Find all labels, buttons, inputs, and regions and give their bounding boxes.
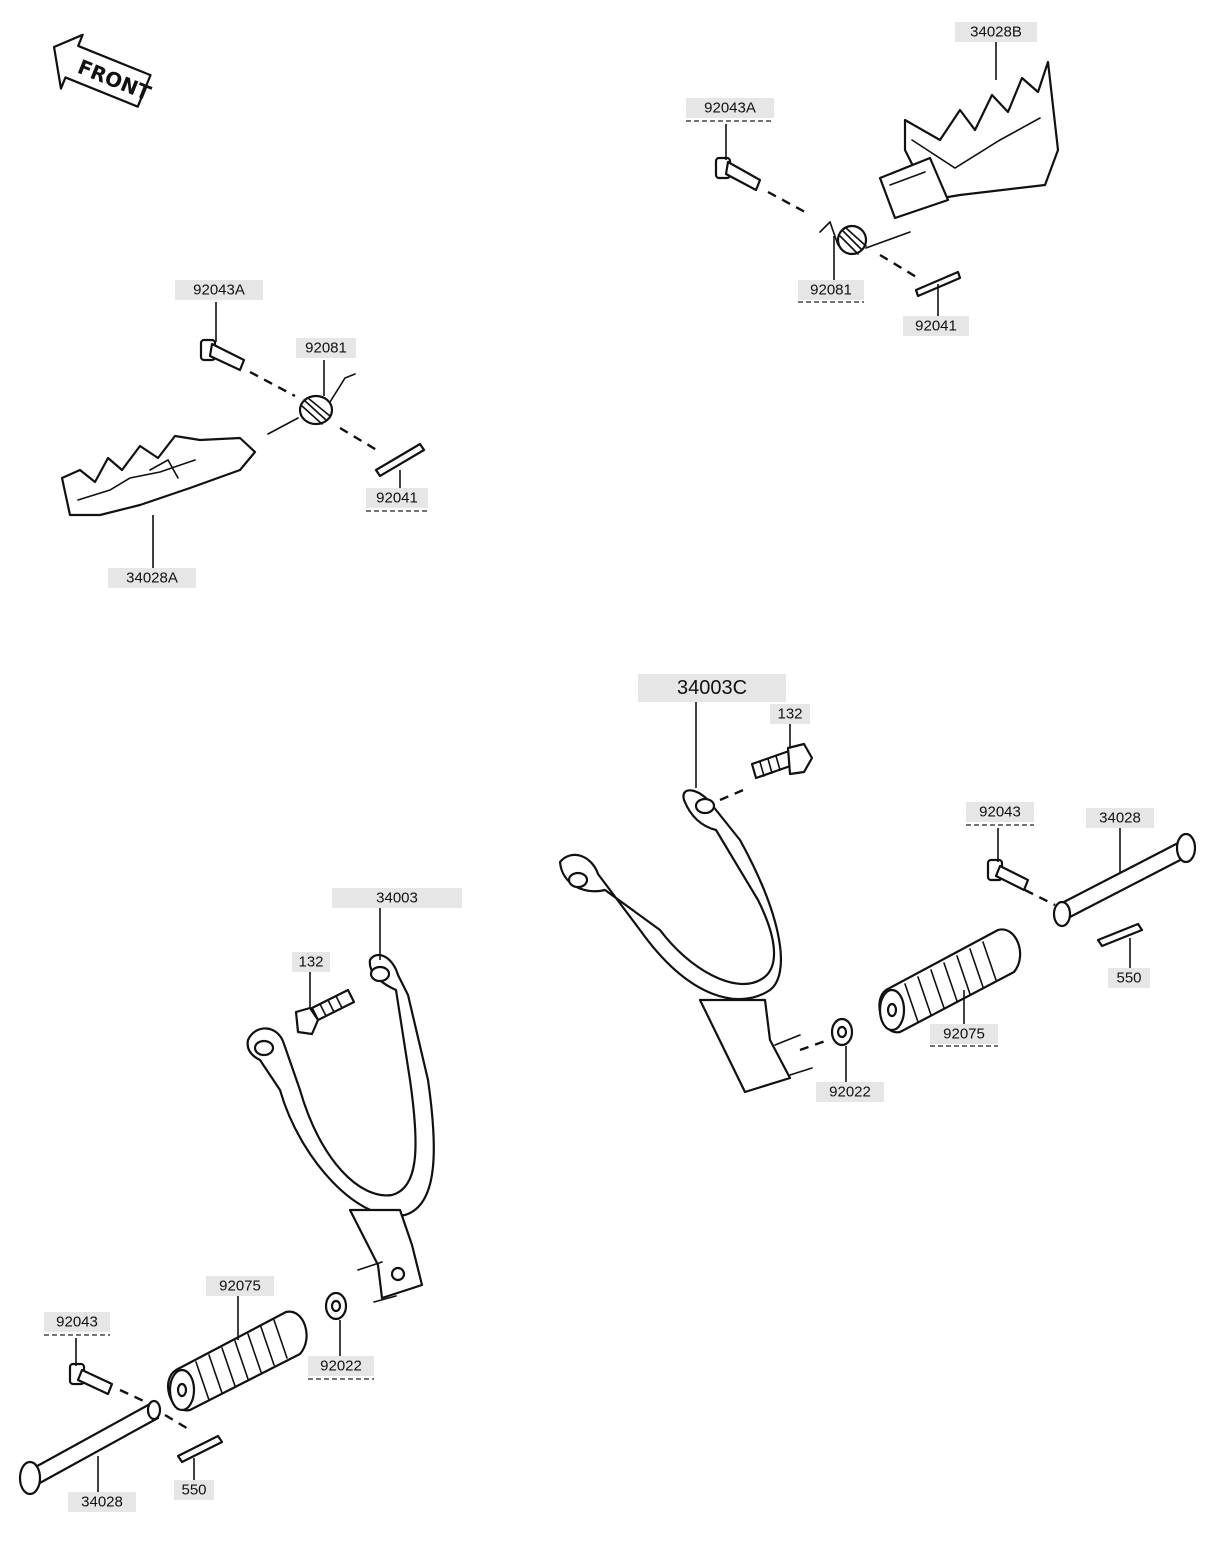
svg-text:34003C: 34003C <box>677 677 747 699</box>
svg-text:34028B: 34028B <box>970 24 1022 41</box>
svg-text:550: 550 <box>181 1482 206 1499</box>
callout-550-upper: 550 <box>1108 938 1150 988</box>
svg-text:550: 550 <box>1116 970 1141 987</box>
bracket-34003-part <box>246 953 435 1303</box>
svg-text:34028A: 34028A <box>126 570 178 587</box>
svg-text:92041: 92041 <box>915 318 957 335</box>
shaft-34028-upper-part <box>1052 832 1197 928</box>
pin-92041-lower-part <box>374 442 426 478</box>
bolt-92043a-upper-part <box>714 156 762 192</box>
callout-34003: 34003 <box>332 888 462 960</box>
svg-text:92081: 92081 <box>305 340 347 357</box>
svg-text:34028: 34028 <box>1099 810 1141 827</box>
callout-92022-lower: 92022 <box>308 1320 374 1380</box>
pin-550-lower-part <box>176 1434 224 1464</box>
callout-92043a-lower: 92043A <box>175 280 263 342</box>
svg-text:92075: 92075 <box>943 1026 985 1043</box>
callout-34003c: 34003C <box>638 674 786 788</box>
bracket-34003-assembly <box>18 953 435 1496</box>
svg-text:132: 132 <box>298 954 323 971</box>
footpeg-left-assembly <box>60 338 426 517</box>
bracket-34003c-part <box>558 789 813 1094</box>
svg-text:92075: 92075 <box>219 1278 261 1295</box>
callout-92043a-upper: 92043A <box>686 98 774 160</box>
bolt-92043a-lower-part <box>199 338 246 372</box>
callout-92022-upper: 92022 <box>816 1046 884 1102</box>
svg-text:92022: 92022 <box>829 1084 871 1101</box>
footpeg-right-assembly <box>714 60 1060 298</box>
bolt-132-upper-part <box>750 742 814 780</box>
washer-92022-lower-part <box>324 1291 348 1321</box>
callout-92075-upper: 92075 <box>930 990 998 1047</box>
bracket-34003c-assembly <box>558 742 1197 1094</box>
footpeg-34028b-part <box>878 60 1060 220</box>
callout-92043-upper: 92043 <box>966 802 1034 862</box>
callout-550-lower: 550 <box>174 1458 214 1500</box>
callout-132-upper: 132 <box>770 704 810 748</box>
svg-text:92022: 92022 <box>320 1358 362 1375</box>
footpeg-34028a-part <box>60 434 257 517</box>
spring-92081-upper-part <box>819 220 911 256</box>
callout-92041-lower: 92041 <box>366 470 428 512</box>
callout-92075-lower: 92075 <box>206 1276 274 1340</box>
callout-92043-lower: 92043 <box>44 1312 110 1366</box>
front-arrow-icon: FRONT <box>52 33 155 108</box>
svg-text:92043: 92043 <box>56 1314 98 1331</box>
callout-34028a: 34028A <box>108 515 196 588</box>
bolt-92043-lower-part <box>68 1362 114 1396</box>
callout-34028b: 34028B <box>955 22 1037 80</box>
callout-92081-upper: 92081 <box>798 236 864 303</box>
washer-92022-upper-part <box>830 1017 854 1047</box>
bolt-132-lower-part <box>294 988 356 1036</box>
spring-92081-lower-part <box>267 373 356 435</box>
grip-92075-lower-part <box>166 1310 308 1412</box>
svg-text:34028: 34028 <box>81 1494 123 1511</box>
bolt-92043-upper-part <box>986 858 1030 892</box>
callout-34028-upper: 34028 <box>1086 808 1154 872</box>
svg-text:92081: 92081 <box>810 282 852 299</box>
svg-text:34003: 34003 <box>376 890 418 907</box>
svg-text:92043A: 92043A <box>193 282 245 299</box>
svg-text:92043: 92043 <box>979 804 1021 821</box>
svg-text:92043A: 92043A <box>704 100 756 117</box>
svg-text:132: 132 <box>777 706 802 723</box>
svg-text:92041: 92041 <box>376 490 418 507</box>
callout-34028-lower: 34028 <box>68 1456 136 1512</box>
callout-132-lower: 132 <box>292 952 330 1008</box>
shaft-34028-lower-part <box>18 1399 162 1496</box>
callout-92081-lower: 92081 <box>296 338 356 396</box>
pin-550-upper-part <box>1096 922 1144 948</box>
grip-92075-upper-part <box>878 928 1022 1034</box>
callout-92041-upper: 92041 <box>903 284 969 336</box>
